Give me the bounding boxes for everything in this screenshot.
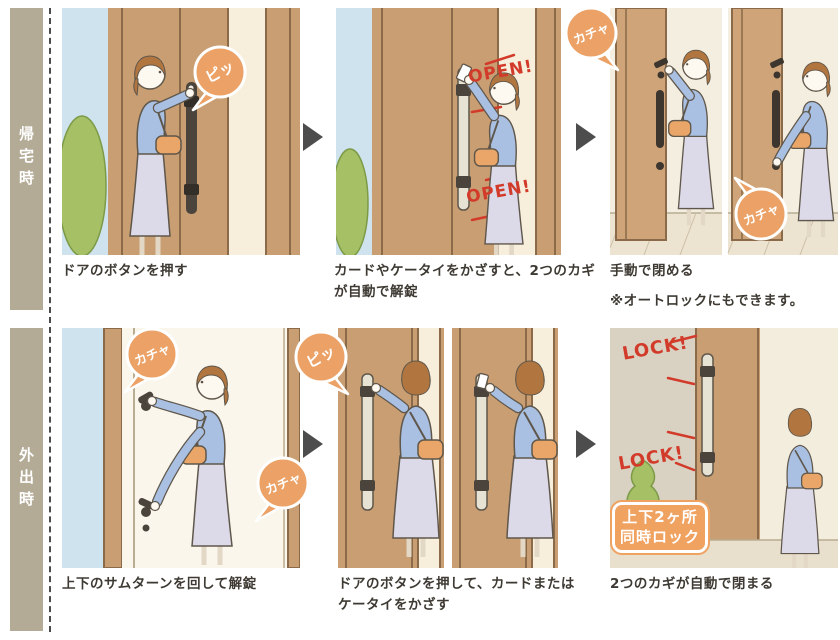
- hand: [664, 65, 674, 75]
- badge-line: 同時ロック: [619, 527, 700, 546]
- scene-return-close-door: [609, 7, 838, 259]
- door-handle: [700, 353, 715, 477]
- scene-return-hold-card: [331, 8, 561, 259]
- hand: [463, 74, 475, 86]
- scene-return-press-button: [57, 8, 300, 259]
- sound-bubble-click: カチャ: [123, 327, 179, 394]
- row-label-text: 外出時: [17, 446, 35, 513]
- door-frame: [103, 327, 123, 569]
- hand: [772, 157, 782, 167]
- door-handle: [360, 373, 375, 511]
- sound-bubble-beep: ピッ: [294, 330, 350, 396]
- interior-view-upper-lock: [609, 7, 722, 256]
- badge-line: 上下2ヶ所: [622, 508, 698, 526]
- caption-out-step3: 2つのカギが自動で閉まる: [610, 576, 774, 592]
- hand: [484, 382, 496, 394]
- woman-illustration: [146, 366, 233, 565]
- caption-return-note: ※オートロックにもできます。: [610, 293, 804, 309]
- caption-return-step2: カードやケータイをかざすと、2つのカギ が自動で解錠: [334, 263, 596, 300]
- caption-out-step1: 上下のサムターンを回して解錠: [62, 576, 257, 592]
- bush-illustration: [57, 115, 107, 257]
- row-label-text: 帰宅時: [17, 126, 35, 192]
- row-label-returning-home: 帰宅時: [10, 8, 43, 310]
- woman-illustration: [130, 56, 196, 255]
- scene-gap: [722, 8, 728, 255]
- row-label-going-out: 外出時: [10, 328, 43, 631]
- scene-gap: [444, 328, 452, 568]
- caption-out-step2: ドアのボタンを押して、カードまたは ケータイをかざす: [338, 576, 575, 613]
- door-lock-hardware: [654, 57, 668, 170]
- hand: [146, 395, 158, 407]
- woman-illustration: [370, 361, 444, 557]
- sound-bubble-click: カチャ: [564, 6, 620, 72]
- lock-emphasis-lines: [666, 334, 698, 472]
- caption-return-step1: ドアのボタンを押す: [62, 263, 188, 279]
- sound-bubble-click: カチャ: [254, 456, 310, 523]
- bush-illustration: [331, 148, 369, 258]
- hand: [184, 87, 196, 99]
- woman-illustration: [455, 63, 523, 255]
- step-arrow-icon: [303, 123, 323, 151]
- woman-illustration: [476, 361, 557, 557]
- scene-out-press-and-card: [338, 328, 558, 572]
- hand: [149, 500, 161, 512]
- exterior-view-hold-card: [452, 328, 558, 568]
- window-background: [62, 328, 104, 568]
- simultaneous-lock-badge: 上下2ヶ所 同時ロック: [610, 500, 710, 555]
- thumbturn-locks: [138, 391, 154, 532]
- step-arrow-icon: [576, 123, 596, 151]
- woman-illustration: [772, 62, 834, 237]
- hand: [370, 382, 382, 394]
- key-card: [476, 372, 489, 390]
- dashed-divider: [49, 8, 51, 632]
- step-arrow-icon: [576, 430, 596, 458]
- sound-bubble-beep: ピッ: [191, 45, 247, 112]
- sound-bubble-click: カチャ: [733, 176, 788, 241]
- caption-return-step3: 手動で閉める: [610, 263, 694, 279]
- step-arrow-icon: [303, 430, 323, 458]
- woman-illustration: [664, 50, 714, 225]
- exterior-view-press-button: [338, 328, 444, 568]
- door-handle: [474, 373, 489, 511]
